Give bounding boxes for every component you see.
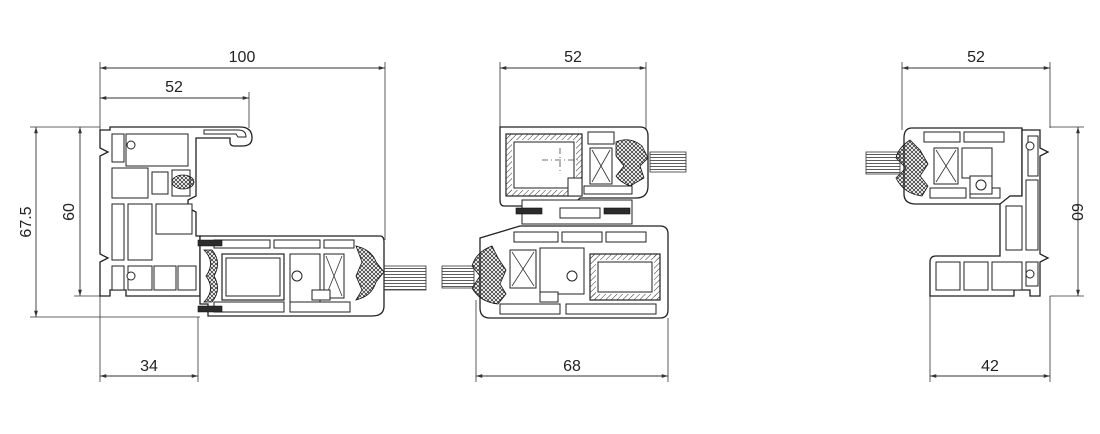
left-dim-bottom: 34 — [140, 358, 158, 375]
middle-dimensions: 52 68 — [475, 49, 669, 382]
right-dimensions: 52 60 42 — [901, 49, 1085, 382]
left-sash-body — [197, 235, 427, 317]
middle-connector — [515, 199, 633, 225]
middle-profile: 52 68 — [441, 49, 687, 382]
middle-dim-top: 52 — [564, 49, 582, 66]
right-dim-bottom: 42 — [981, 358, 999, 375]
middle-lower-sash — [441, 225, 669, 319]
right-profile: 52 60 42 — [865, 49, 1085, 382]
right-sash — [865, 127, 1023, 205]
right-dim-side: 60 — [1068, 203, 1085, 221]
middle-upper-sash — [499, 126, 687, 207]
middle-dim-bottom: 68 — [563, 358, 581, 375]
left-dimensions: 100 52 67.5 60 34 — [18, 49, 386, 382]
right-dim-top: 52 — [967, 49, 985, 66]
left-profile: 100 52 67.5 60 34 — [18, 49, 427, 382]
left-dim-top-frame: 52 — [165, 79, 183, 96]
right-frame — [929, 129, 1050, 297]
left-frame-body — [99, 126, 253, 297]
left-dim-outer: 67.5 — [18, 206, 35, 237]
left-dim-top-overall: 100 — [229, 49, 256, 66]
left-dim-inner: 60 — [61, 203, 78, 221]
